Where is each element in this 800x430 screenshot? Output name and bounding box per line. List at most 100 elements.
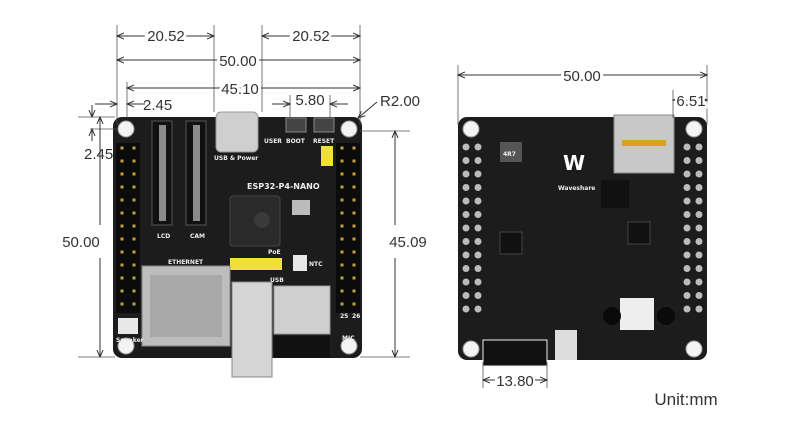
pin — [120, 146, 124, 150]
dim-front-hole-inset-y: 2.45 — [84, 146, 113, 163]
pin — [683, 170, 691, 178]
pin — [352, 289, 356, 293]
inductor-label: 4R7 — [503, 151, 516, 158]
front-board: USB & Power USER BOOT RESET ESP32-P4-NAN… — [113, 111, 362, 378]
pin — [462, 184, 470, 191]
pin — [132, 276, 136, 280]
pin — [340, 159, 344, 163]
pin — [120, 198, 124, 202]
pin — [695, 265, 703, 272]
pin — [132, 172, 136, 176]
pin — [120, 185, 124, 189]
pin — [695, 292, 703, 299]
pin — [120, 276, 124, 280]
waveshare-logo-icon: W — [563, 151, 585, 175]
pin — [352, 237, 356, 241]
pin — [352, 250, 356, 254]
pin — [120, 302, 124, 306]
pin — [340, 146, 344, 150]
pin — [120, 250, 124, 254]
cam-connector — [185, 120, 207, 226]
pin — [462, 211, 470, 218]
pin — [132, 224, 136, 228]
label-pin25: 25 — [340, 313, 348, 320]
pin — [695, 278, 703, 286]
label-reset: RESET — [313, 138, 335, 145]
pin — [695, 238, 703, 245]
pin — [683, 265, 691, 272]
pin — [340, 224, 344, 228]
pin — [474, 184, 482, 191]
pin — [340, 198, 344, 202]
pin — [120, 237, 124, 241]
dimension-lines — [78, 25, 707, 388]
pin — [695, 224, 703, 232]
pin — [474, 197, 482, 205]
dim-back-width: 50.00 — [563, 68, 601, 85]
pin — [683, 143, 691, 151]
pin — [695, 197, 703, 205]
back-board: 4R7 W Waveshare — [458, 114, 707, 367]
back-pin-rows — [462, 143, 703, 313]
pin — [695, 157, 703, 164]
pin — [340, 276, 344, 280]
poe-header — [230, 258, 282, 270]
dim-front-width: 50.00 — [219, 53, 257, 70]
pin — [462, 278, 470, 286]
pin — [340, 172, 344, 176]
label-lcd: LCD — [157, 233, 170, 240]
pin — [340, 302, 344, 306]
dimension-labels: 20.52 20.52 50.00 45.10 2.45 5.80 R2.00 … — [62, 25, 717, 409]
pin — [462, 143, 470, 151]
dim-back-label-width: 13.80 — [496, 373, 534, 390]
label-speaker: Speaker — [116, 337, 144, 344]
label-ntc: NTC — [309, 261, 323, 268]
pin — [132, 250, 136, 254]
pin — [683, 238, 691, 245]
left-pin-header — [116, 143, 140, 313]
mounting-holes — [117, 120, 358, 355]
pin — [683, 292, 691, 299]
unit-label: Unit:mm — [654, 390, 717, 409]
pin — [132, 159, 136, 163]
pin — [695, 184, 703, 191]
inductor — [500, 142, 522, 162]
label-poe: PoE — [268, 249, 281, 256]
pin — [120, 159, 124, 163]
pin — [132, 302, 136, 306]
pin — [120, 224, 124, 228]
pin — [352, 198, 356, 202]
dim-front-right-offset: 20.52 — [292, 28, 330, 45]
pin — [340, 263, 344, 267]
pin — [132, 185, 136, 189]
pin — [340, 185, 344, 189]
pin — [462, 157, 470, 164]
boot-button — [285, 117, 307, 133]
pin — [462, 197, 470, 205]
brand-label: Waveshare — [558, 185, 595, 192]
label-cam: CAM — [190, 233, 205, 240]
usb-c-port — [215, 111, 259, 153]
pin — [462, 170, 470, 178]
pin — [683, 251, 691, 259]
pin — [462, 265, 470, 272]
label-usb: USB — [270, 277, 284, 284]
pin — [474, 143, 482, 151]
pin — [474, 157, 482, 164]
pin — [474, 292, 482, 299]
pin — [132, 211, 136, 215]
dim-front-button-pitch: 5.80 — [295, 92, 324, 109]
pin — [352, 146, 356, 150]
pin — [474, 305, 482, 313]
pin — [474, 251, 482, 259]
pin — [352, 211, 356, 215]
pin — [683, 211, 691, 218]
dim-front-hole-span: 45.10 — [221, 81, 259, 98]
dim-front-left-offset: 20.52 — [147, 28, 185, 45]
label-usb-power: USB & Power — [214, 155, 258, 162]
pin — [695, 211, 703, 218]
pin — [340, 237, 344, 241]
ntc-connector — [293, 255, 307, 271]
pin — [474, 238, 482, 245]
